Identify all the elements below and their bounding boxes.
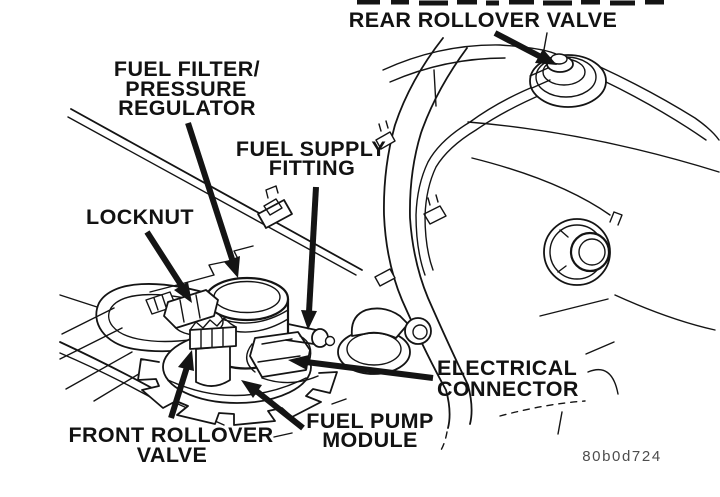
arrow-front-rollover-valve (168, 350, 194, 419)
strap-clip (423, 194, 447, 225)
label-rear-rollover-valve: REAR ROLLOVER VALVE (349, 8, 617, 32)
label-electrical-line1: ELECTRICAL (437, 356, 577, 380)
callout-arrows (144, 30, 557, 431)
label-fuel-supply-line1: FUEL SUPPLY (236, 137, 386, 161)
fuel-line-clamp (257, 185, 293, 229)
label-front-rollover-line2: VALVE (137, 443, 208, 467)
label-electrical-line2: CONNECTOR (437, 377, 579, 401)
frame-strap (374, 37, 473, 451)
cropped-content-dashes (357, 0, 664, 6)
label-fuel-supply-line2: FITTING (269, 156, 355, 180)
callout-labels: REAR ROLLOVER VALVE FUEL FILTER/ PRESSUR… (68, 8, 662, 467)
locknut-part (145, 289, 224, 336)
arrow-fuel-supply-fitting (301, 186, 319, 330)
label-fuel-filter-line3: REGULATOR (118, 96, 256, 120)
strap-clip (375, 120, 396, 150)
label-front-rollover-line1: FRONT ROLLOVER (68, 423, 273, 447)
label-fuel-filter-line1: FUEL FILTER/ (114, 57, 260, 81)
part-code: 80b0d724 (582, 448, 662, 465)
fuel-supply-fitting-part (285, 323, 336, 348)
label-fuel-pump-line1: FUEL PUMP (306, 409, 433, 433)
label-locknut: LOCKNUT (86, 205, 194, 229)
arrow-rear-rollover-valve (493, 30, 557, 65)
arrow-electrical-connector (288, 355, 434, 381)
label-fuel-filter-line2: PRESSURE (125, 77, 246, 101)
strap-clip (374, 268, 396, 287)
filler-opening (543, 211, 623, 286)
electrical-connector-part (246, 331, 319, 384)
front-rollover-valve-part (189, 317, 237, 387)
arrow-locknut (144, 230, 192, 303)
rear-rollover-valve-part (529, 53, 607, 108)
label-fuel-pump-line2: MODULE (322, 428, 418, 452)
arrow-fuel-pump-module (241, 380, 305, 431)
arrow-fuel-filter-pressure-regulator (185, 122, 240, 278)
vent-elbow-grommet (337, 307, 432, 375)
